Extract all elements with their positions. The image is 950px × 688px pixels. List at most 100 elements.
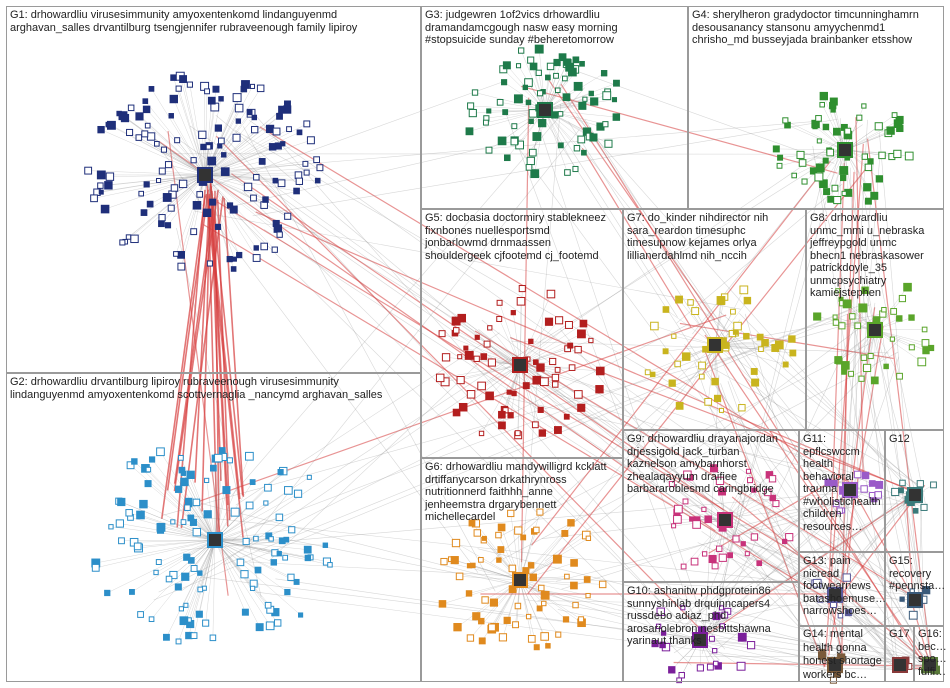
graph-node[interactable]	[284, 212, 292, 220]
graph-node[interactable]	[881, 306, 887, 313]
graph-node[interactable]	[730, 308, 736, 315]
graph-node[interactable]	[829, 676, 837, 684]
graph-node[interactable]	[487, 358, 496, 367]
graph-node[interactable]	[564, 169, 571, 176]
graph-node[interactable]	[143, 181, 150, 188]
graph-node[interactable]	[487, 325, 493, 331]
graph-node[interactable]	[723, 342, 730, 349]
graph-node[interactable]	[874, 122, 883, 131]
graph-node[interactable]	[769, 494, 776, 502]
graph-node[interactable]	[306, 474, 312, 480]
graph-node[interactable]	[716, 545, 723, 552]
graph-node[interactable]	[831, 184, 839, 192]
graph-node[interactable]	[118, 111, 128, 121]
graph-node[interactable]	[651, 640, 659, 648]
graph-node[interactable]	[278, 105, 286, 114]
graph-node[interactable]	[555, 316, 564, 325]
graph-node[interactable]	[727, 552, 733, 559]
graph-node[interactable]	[764, 488, 772, 497]
graph-node[interactable]	[572, 56, 580, 64]
graph-node[interactable]	[481, 535, 487, 541]
graph-node[interactable]	[156, 447, 165, 457]
graph-node[interactable]	[155, 559, 162, 566]
graph-node[interactable]	[100, 204, 110, 214]
graph-node[interactable]	[520, 534, 527, 541]
hub-node[interactable]	[892, 657, 908, 673]
graph-node[interactable]	[156, 526, 165, 534]
graph-node[interactable]	[253, 174, 260, 181]
graph-node[interactable]	[126, 461, 135, 470]
graph-node[interactable]	[552, 554, 562, 564]
graph-node[interactable]	[298, 612, 304, 618]
graph-node[interactable]	[683, 470, 692, 480]
graph-node[interactable]	[817, 651, 827, 660]
graph-node[interactable]	[746, 641, 756, 650]
graph-node[interactable]	[809, 167, 818, 175]
graph-node[interactable]	[314, 177, 321, 184]
graph-node[interactable]	[287, 573, 295, 581]
graph-node[interactable]	[738, 404, 746, 412]
graph-node[interactable]	[922, 586, 931, 595]
graph-node[interactable]	[162, 193, 172, 202]
graph-node[interactable]	[585, 535, 592, 542]
hub-node[interactable]	[842, 482, 858, 498]
graph-node[interactable]	[848, 370, 855, 377]
graph-node[interactable]	[464, 350, 474, 360]
graph-node[interactable]	[833, 127, 841, 136]
graph-node[interactable]	[175, 85, 182, 92]
graph-node[interactable]	[718, 605, 725, 611]
graph-node[interactable]	[690, 557, 699, 566]
graph-node[interactable]	[674, 504, 683, 514]
graph-node[interactable]	[579, 319, 588, 328]
graph-node[interactable]	[930, 481, 937, 489]
graph-node[interactable]	[841, 361, 850, 370]
graph-node[interactable]	[756, 560, 763, 567]
graph-node[interactable]	[532, 132, 542, 141]
graph-node[interactable]	[478, 557, 484, 563]
graph-node[interactable]	[514, 526, 523, 535]
graph-node[interactable]	[660, 630, 667, 636]
graph-node[interactable]	[908, 610, 918, 620]
graph-node[interactable]	[175, 638, 182, 645]
graph-node[interactable]	[562, 616, 570, 623]
graph-node[interactable]	[553, 72, 559, 79]
graph-node[interactable]	[503, 616, 511, 624]
graph-node[interactable]	[573, 145, 581, 152]
graph-node[interactable]	[870, 376, 879, 385]
graph-node[interactable]	[771, 343, 780, 352]
graph-node[interactable]	[198, 130, 207, 139]
graph-node[interactable]	[313, 156, 320, 164]
graph-node[interactable]	[482, 119, 489, 126]
hub-node[interactable]	[717, 512, 733, 528]
graph-node[interactable]	[528, 109, 538, 118]
graph-node[interactable]	[518, 47, 525, 54]
graph-node[interactable]	[249, 585, 256, 591]
graph-node[interactable]	[232, 133, 241, 142]
graph-node[interactable]	[680, 605, 686, 611]
graph-node[interactable]	[602, 121, 609, 128]
graph-node[interactable]	[782, 538, 788, 545]
graph-node[interactable]	[246, 109, 253, 116]
graph-node[interactable]	[681, 352, 691, 361]
graph-node[interactable]	[533, 359, 539, 365]
graph-node[interactable]	[674, 360, 681, 368]
graph-node[interactable]	[673, 515, 682, 524]
graph-node[interactable]	[483, 340, 491, 348]
graph-node[interactable]	[921, 326, 928, 333]
graph-node[interactable]	[187, 514, 195, 522]
graph-node[interactable]	[188, 557, 195, 564]
graph-node[interactable]	[833, 196, 842, 205]
graph-node[interactable]	[133, 542, 142, 551]
graph-node[interactable]	[250, 194, 257, 202]
graph-node[interactable]	[842, 573, 851, 582]
graph-node[interactable]	[251, 125, 259, 134]
graph-node[interactable]	[202, 619, 210, 627]
graph-node[interactable]	[129, 588, 135, 595]
graph-node[interactable]	[508, 564, 517, 573]
graph-node[interactable]	[98, 189, 104, 195]
graph-node[interactable]	[119, 239, 126, 246]
graph-node[interactable]	[680, 563, 687, 570]
graph-node[interactable]	[455, 572, 464, 581]
graph-node[interactable]	[889, 336, 895, 342]
graph-node[interactable]	[528, 338, 534, 345]
